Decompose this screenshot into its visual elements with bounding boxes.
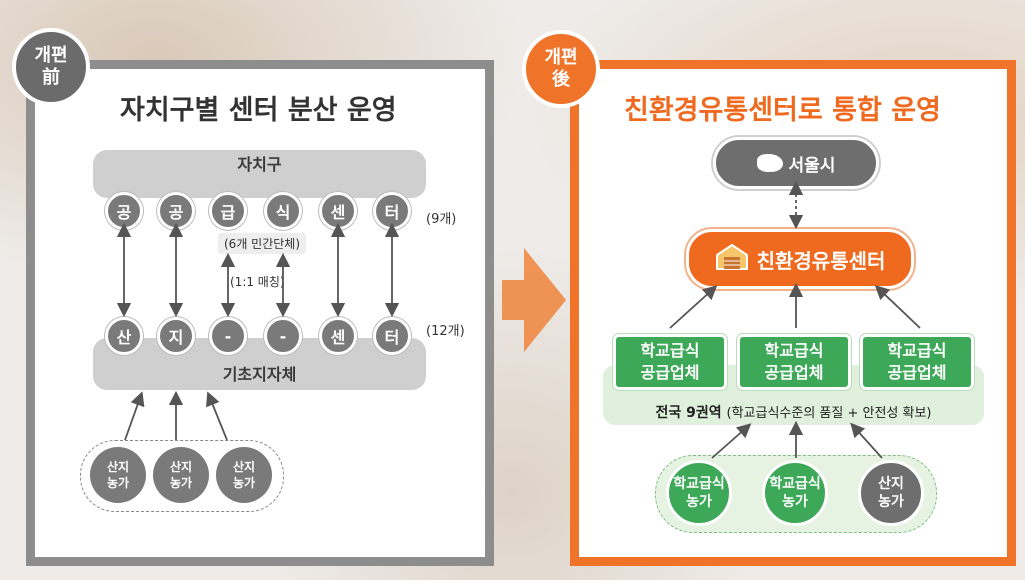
region-label: 전국 9권역 (학교급식수준의 품질 + 안전성 확보)	[603, 402, 984, 422]
center-label: 친환경유통센터	[756, 248, 886, 273]
after-badge: 개편 後	[522, 30, 600, 108]
badge-sub: 前	[42, 67, 60, 88]
origin-farm-circle: 산지 농가	[858, 460, 924, 526]
warehouse-icon	[715, 243, 749, 276]
up-arrow	[669, 285, 718, 329]
seoul-map-icon	[756, 154, 783, 172]
match-note: (1:1 매칭)	[230, 275, 285, 289]
after-title: 친환경유통센터로 통합 운영	[624, 95, 941, 126]
school-farm-circle: 학교급식 농가	[666, 460, 732, 526]
local-circle: 지	[157, 317, 195, 355]
top-count: (9개)	[426, 212, 457, 227]
nation-note: (학교급식수준의 품질 + 안전성 확보)	[726, 406, 932, 421]
seoul-label: 서울시	[788, 155, 836, 176]
badge-label: 개편	[34, 45, 68, 66]
up-arrow	[206, 391, 228, 441]
district-circle: 식	[264, 192, 302, 230]
org-note: (6개 민간단체)	[218, 233, 307, 254]
farm-circle: 산지 농가	[153, 447, 209, 503]
center-node: 친환경유통센터	[686, 229, 914, 289]
badge-label: 개편	[544, 47, 578, 68]
local-circle: -	[209, 317, 247, 355]
supplier-box: 학교급식 공급업체	[860, 334, 974, 390]
supplier-box: 학교급식 공급업체	[613, 334, 727, 390]
up-arrow	[124, 391, 145, 441]
bottom-count: (12개)	[426, 324, 465, 339]
district-bar: 자치구	[93, 150, 426, 198]
badge-sub: 後	[552, 69, 570, 90]
up-arrow	[850, 422, 883, 459]
local-circle: 산	[105, 317, 143, 355]
school-farm-circle: 학교급식 농가	[762, 460, 828, 526]
left-farm-group	[80, 440, 284, 512]
before-badge: 개편 前	[12, 28, 90, 106]
farm-circle: 산지 농가	[90, 447, 146, 503]
local-circle: -	[264, 317, 302, 355]
local-gov-bar: 기초지자체	[93, 338, 426, 390]
local-circle: 센	[319, 317, 357, 355]
local-circle: 터	[373, 317, 411, 355]
up-arrow	[711, 423, 752, 459]
farm-circle: 산지 농가	[216, 447, 272, 503]
transition-arrow	[502, 248, 566, 352]
supplier-box: 학교급식 공급업체	[737, 334, 851, 390]
up-arrow	[874, 285, 921, 329]
before-title: 자치구별 센터 분산 운영	[120, 95, 397, 126]
nation-text: 전국 9권역	[655, 405, 722, 421]
district-circle: 급	[209, 192, 247, 230]
